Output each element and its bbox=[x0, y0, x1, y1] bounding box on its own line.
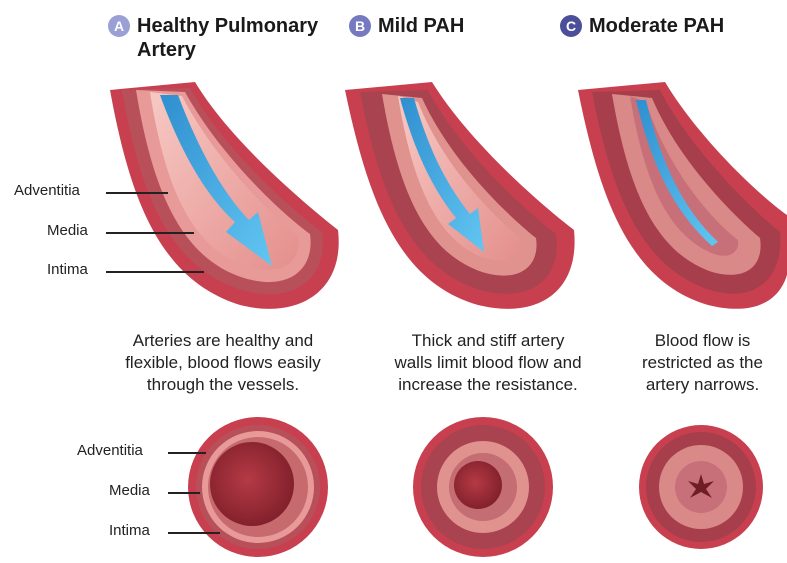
caption-b-line2: walls limit blood flow and bbox=[373, 352, 603, 374]
leader-adventitia-bottom bbox=[168, 452, 206, 454]
caption-c: Blood flow is restricted as the artery n… bbox=[620, 330, 785, 396]
leader-intima-bottom bbox=[168, 532, 220, 534]
mild-pah-artery-longitudinal bbox=[345, 82, 575, 309]
caption-c-line1: Blood flow is bbox=[620, 330, 785, 352]
caption-a-line2: flexible, blood flows easily bbox=[108, 352, 338, 374]
caption-a: Arteries are healthy and flexible, blood… bbox=[108, 330, 338, 396]
mild-pah-cross-section bbox=[413, 417, 553, 557]
label-adventitia-top: Adventitia bbox=[14, 182, 80, 199]
leader-media-top bbox=[106, 232, 194, 234]
caption-b-line3: increase the resistance. bbox=[373, 374, 603, 396]
caption-c-line2: restricted as the bbox=[620, 352, 785, 374]
caption-c-line3: artery narrows. bbox=[620, 374, 785, 396]
moderate-pah-cross-section bbox=[639, 425, 763, 549]
caption-b-line1: Thick and stiff artery bbox=[373, 330, 603, 352]
caption-b: Thick and stiff artery walls limit blood… bbox=[373, 330, 603, 396]
label-adventitia-bottom: Adventitia bbox=[77, 442, 143, 459]
label-intima-top: Intima bbox=[47, 261, 88, 278]
caption-a-line1: Arteries are healthy and bbox=[108, 330, 338, 352]
leader-intima-top bbox=[106, 271, 204, 273]
healthy-artery-longitudinal bbox=[110, 82, 339, 309]
leader-adventitia-top bbox=[106, 192, 168, 194]
label-media-bottom: Media bbox=[109, 482, 150, 499]
label-intima-bottom: Intima bbox=[109, 522, 150, 539]
healthy-artery-cross-section bbox=[188, 417, 328, 557]
label-media-top: Media bbox=[47, 222, 88, 239]
moderate-pah-artery-longitudinal bbox=[578, 82, 787, 309]
leader-media-bottom bbox=[168, 492, 200, 494]
caption-a-line3: through the vessels. bbox=[108, 374, 338, 396]
